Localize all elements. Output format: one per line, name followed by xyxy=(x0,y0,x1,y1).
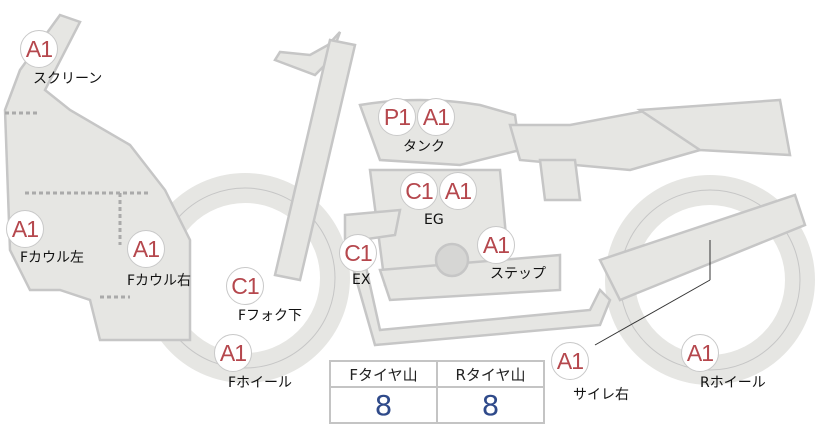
screen-code-badge[interactable]: A1 xyxy=(20,30,58,68)
front-tire-header: Fタイヤ山 xyxy=(329,360,438,388)
tank-code-badge[interactable]: P1 xyxy=(378,98,416,136)
engine-code-badge[interactable]: C1 xyxy=(400,172,438,210)
front-wheel-label: Fホイール xyxy=(228,375,293,391)
engine-code-badge-2[interactable]: A1 xyxy=(439,172,477,210)
rear-tire-value: 8 xyxy=(436,386,545,424)
step-code-badge[interactable]: A1 xyxy=(477,226,515,264)
front-fork-label: Fフォク下 xyxy=(238,308,303,324)
engine-label: EG xyxy=(424,212,444,228)
exhaust-label: EX xyxy=(352,272,371,288)
tire-tread-table: Fタイヤ山 Rタイヤ山 8 8 xyxy=(329,360,545,424)
rear-wheel-code-badge[interactable]: A1 xyxy=(681,334,719,372)
screen-label: スクリーン xyxy=(33,71,103,87)
front-cowl-right-label: Fカウル右 xyxy=(127,273,192,289)
step-label: ステップ xyxy=(490,266,546,282)
front-tire-value: 8 xyxy=(329,386,438,424)
silencer-right-label: サイレ右 xyxy=(573,387,629,403)
rear-wheel-label: Rホイール xyxy=(700,375,766,391)
front-cowl-left-code-badge[interactable]: A1 xyxy=(6,210,44,248)
front-wheel-code-badge[interactable]: A1 xyxy=(214,334,252,372)
front-cowl-right-code-badge[interactable]: A1 xyxy=(127,230,165,268)
front-cowl-left-label: Fカウル左 xyxy=(20,250,85,266)
silencer-right-code-badge[interactable]: A1 xyxy=(551,342,589,380)
rear-tire-header: Rタイヤ山 xyxy=(436,360,545,388)
exhaust-code-badge[interactable]: C1 xyxy=(339,234,377,272)
front-fork-code-badge[interactable]: C1 xyxy=(226,267,264,305)
tank-label: タンク xyxy=(403,139,445,155)
tank-code-badge-2[interactable]: A1 xyxy=(417,98,455,136)
